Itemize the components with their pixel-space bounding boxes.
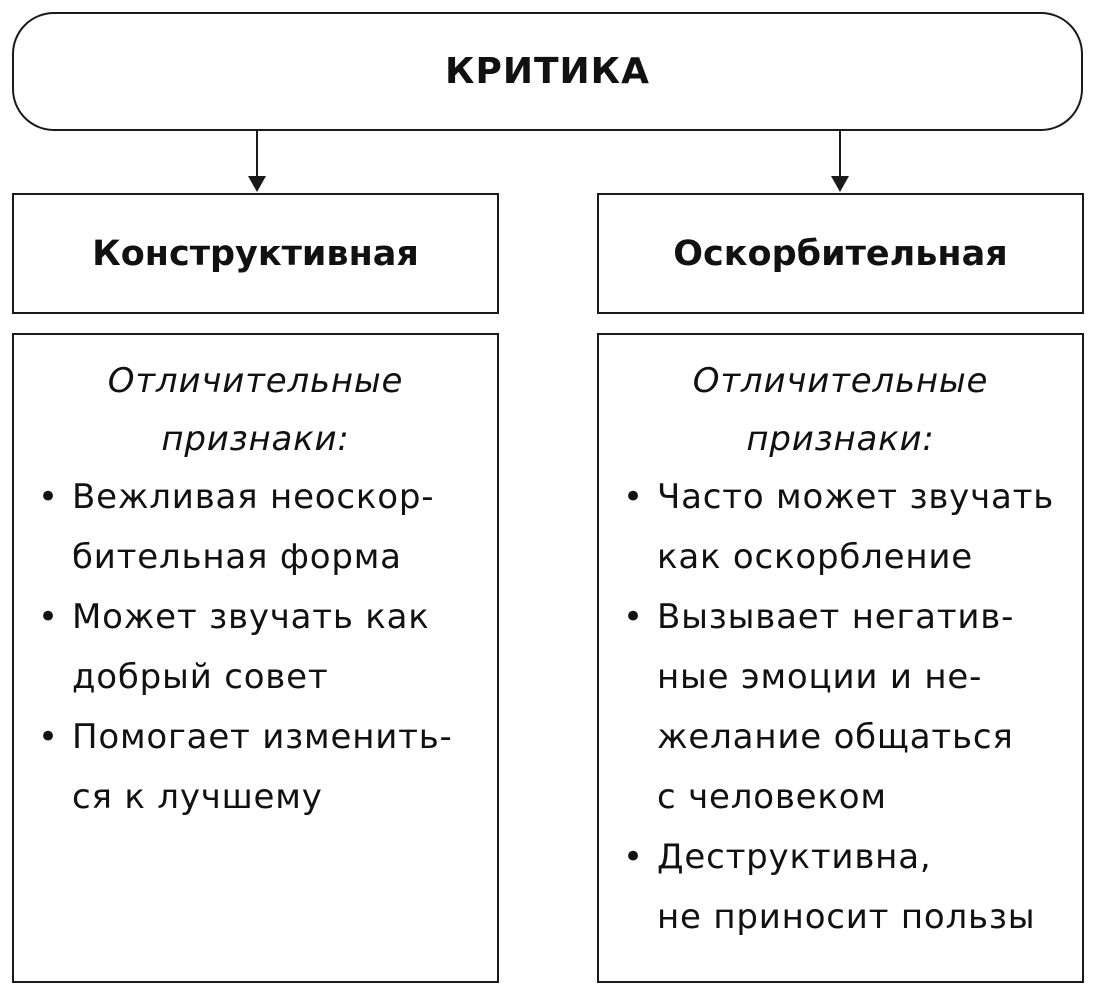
- bullet-line: как оскорбление: [657, 537, 973, 577]
- bullet-dot: •: [38, 717, 59, 757]
- root-node: КРИТИКА: [12, 12, 1083, 131]
- bullet-line: ся к лучшему: [72, 777, 323, 817]
- subtitle-line: признаки:: [746, 419, 935, 459]
- subtitle-line: Отличительные: [107, 361, 404, 401]
- bullet-line: ные эмоции и не-: [657, 657, 983, 697]
- bullet-line: Вежливая неоскор-•: [38, 477, 435, 517]
- left-heading-box: Конструктивная: [12, 193, 499, 314]
- bullet-dot: •: [623, 837, 644, 877]
- bullet-line: не приносит пользы: [657, 897, 1036, 937]
- bullet-dot: •: [623, 597, 644, 637]
- root-title: КРИТИКА: [445, 51, 650, 92]
- subtitle-line: признаки:: [161, 419, 350, 459]
- bullet-line: с человеком: [657, 777, 887, 817]
- bullet-dot: •: [38, 597, 59, 637]
- bullet-line: Часто может звучать•: [623, 477, 1055, 517]
- bullet-line: Деструктивна,•: [623, 837, 932, 877]
- bullet-line: Может звучать как•: [38, 597, 430, 637]
- bullet-line: Вызывает негатив-•: [623, 597, 1015, 637]
- right-details-box: Отличительные признаки: Часто может звучат…: [597, 333, 1084, 983]
- subtitle-line: Отличительные: [692, 361, 989, 401]
- right-heading: Оскорбительная: [673, 233, 1008, 274]
- bullet-dot: •: [38, 477, 59, 517]
- right-heading-box: Оскорбительная: [597, 193, 1084, 314]
- bullet-line: желание общаться: [657, 717, 1014, 757]
- left-heading: Конструктивная: [92, 233, 419, 274]
- bullet-line: добрый совет: [72, 657, 329, 697]
- left-details-box: Отличительные признаки: Вежливая неоскор-•…: [12, 333, 499, 983]
- bullet-dot: •: [623, 477, 644, 517]
- arrow-left: [248, 131, 849, 192]
- bullet-line: бительная форма: [72, 537, 402, 577]
- bullet-line: Помогает изменить-•: [38, 717, 453, 757]
